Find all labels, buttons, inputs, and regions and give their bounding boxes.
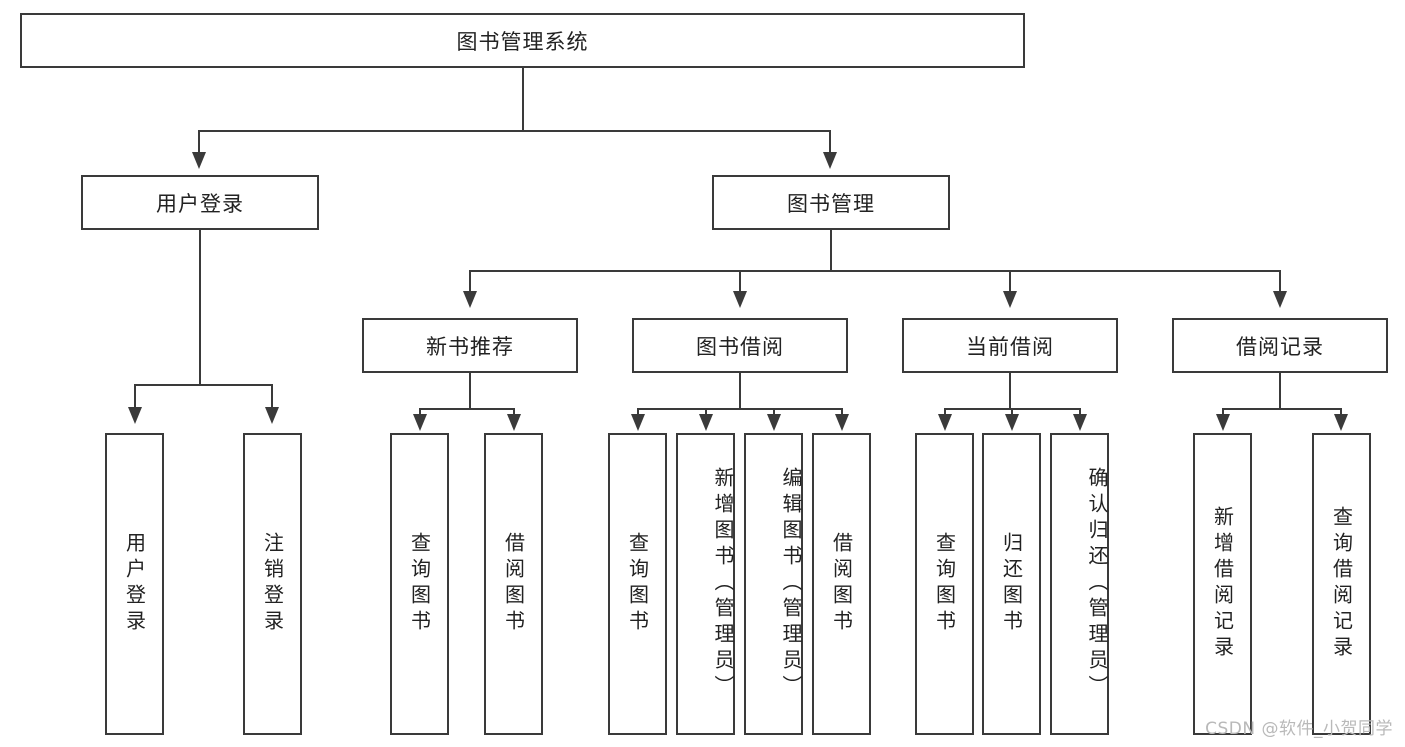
node-label: 编辑图书（管理员） [779, 467, 803, 701]
node-root-system[interactable]: 图书管理系统 [20, 13, 1025, 68]
arrowhead-user-login-leaf-2 [265, 407, 279, 424]
arrowhead-book-borrow-leaf-2 [699, 414, 713, 431]
connector-book-borrow-stem [739, 373, 741, 409]
connector-user-login-bus [134, 384, 271, 386]
connector-book-borrow-bus [637, 408, 841, 410]
node-label: 归还图书 [999, 532, 1024, 636]
connector-user-login-stem [199, 230, 201, 385]
node-current-borrow[interactable]: 当前借阅 [902, 318, 1118, 373]
leaf-borrow-record-1[interactable]: 新增借阅记录 [1193, 433, 1252, 735]
leaf-new-book-2[interactable]: 借阅图书 [484, 433, 543, 735]
leaf-new-book-1[interactable]: 查询图书 [390, 433, 449, 735]
node-label: 查询图书 [932, 532, 957, 636]
arrowhead-book-mgmt-book-borrow [733, 291, 747, 308]
arrowhead-book-borrow-leaf-4 [835, 414, 849, 431]
connector-root-stem [522, 68, 524, 131]
leaf-book-borrow-4[interactable]: 借阅图书 [812, 433, 871, 735]
connector-book-mgmt-to-borrow-record [1279, 270, 1281, 294]
node-label: 借阅图书 [829, 532, 854, 636]
node-book-management[interactable]: 图书管理 [712, 175, 950, 230]
leaf-current-borrow-1[interactable]: 查询图书 [915, 433, 974, 735]
arrowhead-book-borrow-leaf-3 [767, 414, 781, 431]
connector-user-login-to-leaf-2 [271, 384, 273, 410]
connector-borrow-record-bus [1222, 408, 1342, 410]
arrowhead-new-book-leaf-2 [507, 414, 521, 431]
node-label: 注销登录 [260, 532, 285, 636]
arrowhead-root-to-user-login [192, 152, 206, 169]
arrowhead-current-borrow-leaf-1 [938, 414, 952, 431]
node-label: 图书管理 [787, 191, 875, 216]
connector-root-to-user-login [198, 130, 200, 155]
node-label: 确认归还（管理员） [1085, 467, 1109, 701]
connector-root-bus [198, 130, 831, 132]
node-new-book-recommend[interactable]: 新书推荐 [362, 318, 578, 373]
connector-book-mgmt-to-current-borrow [1009, 270, 1011, 294]
arrowhead-root-to-book-mgmt [823, 152, 837, 169]
connector-book-mgmt-to-book-borrow [739, 270, 741, 294]
node-label: 新增借阅记录 [1210, 506, 1235, 662]
node-user-login[interactable]: 用户登录 [81, 175, 319, 230]
arrowhead-borrow-record-leaf-1 [1216, 414, 1230, 431]
node-label: 借阅记录 [1236, 334, 1324, 359]
connector-root-to-book-mgmt [829, 130, 831, 155]
leaf-book-borrow-1[interactable]: 查询图书 [608, 433, 667, 735]
leaf-book-borrow-3[interactable]: 编辑图书（管理员） [744, 433, 803, 735]
node-label: 借阅图书 [501, 532, 526, 636]
node-label: 用户登录 [156, 191, 244, 216]
arrowhead-book-mgmt-borrow-record [1273, 291, 1287, 308]
arrowhead-book-borrow-leaf-1 [631, 414, 645, 431]
leaf-borrow-record-2[interactable]: 查询借阅记录 [1312, 433, 1371, 735]
connector-book-mgmt-stem [830, 230, 832, 271]
arrowhead-user-login-leaf-1 [128, 407, 142, 424]
node-label: 查询图书 [407, 532, 432, 636]
leaf-book-borrow-2[interactable]: 新增图书（管理员） [676, 433, 735, 735]
connector-current-borrow-stem [1009, 373, 1011, 409]
leaf-user-login-1[interactable]: 用户登录 [105, 433, 164, 735]
connector-new-book-bus [419, 408, 515, 410]
arrowhead-current-borrow-leaf-3 [1073, 414, 1087, 431]
arrowhead-current-borrow-leaf-2 [1005, 414, 1019, 431]
arrowhead-book-mgmt-new-book [463, 291, 477, 308]
leaf-current-borrow-3[interactable]: 确认归还（管理员） [1050, 433, 1109, 735]
node-label: 当前借阅 [966, 334, 1054, 359]
node-label: 查询借阅记录 [1329, 506, 1354, 662]
node-label: 查询图书 [625, 532, 650, 636]
node-label: 用户登录 [122, 532, 147, 636]
arrowhead-borrow-record-leaf-2 [1334, 414, 1348, 431]
node-borrow-record[interactable]: 借阅记录 [1172, 318, 1388, 373]
node-label: 新书推荐 [426, 334, 514, 359]
connector-book-mgmt-to-new-book [469, 270, 471, 294]
connector-book-mgmt-bus [469, 270, 1281, 272]
node-label: 图书管理系统 [456, 29, 589, 54]
node-book-borrow[interactable]: 图书借阅 [632, 318, 848, 373]
arrowhead-new-book-leaf-1 [413, 414, 427, 431]
node-label: 图书借阅 [696, 334, 784, 359]
connector-new-book-stem [469, 373, 471, 409]
connector-user-login-to-leaf-1 [134, 384, 136, 410]
connector-borrow-record-stem [1279, 373, 1281, 409]
arrowhead-book-mgmt-current-borrow [1003, 291, 1017, 308]
leaf-user-login-2[interactable]: 注销登录 [243, 433, 302, 735]
leaf-current-borrow-2[interactable]: 归还图书 [982, 433, 1041, 735]
node-label: 新增图书（管理员） [711, 467, 735, 701]
